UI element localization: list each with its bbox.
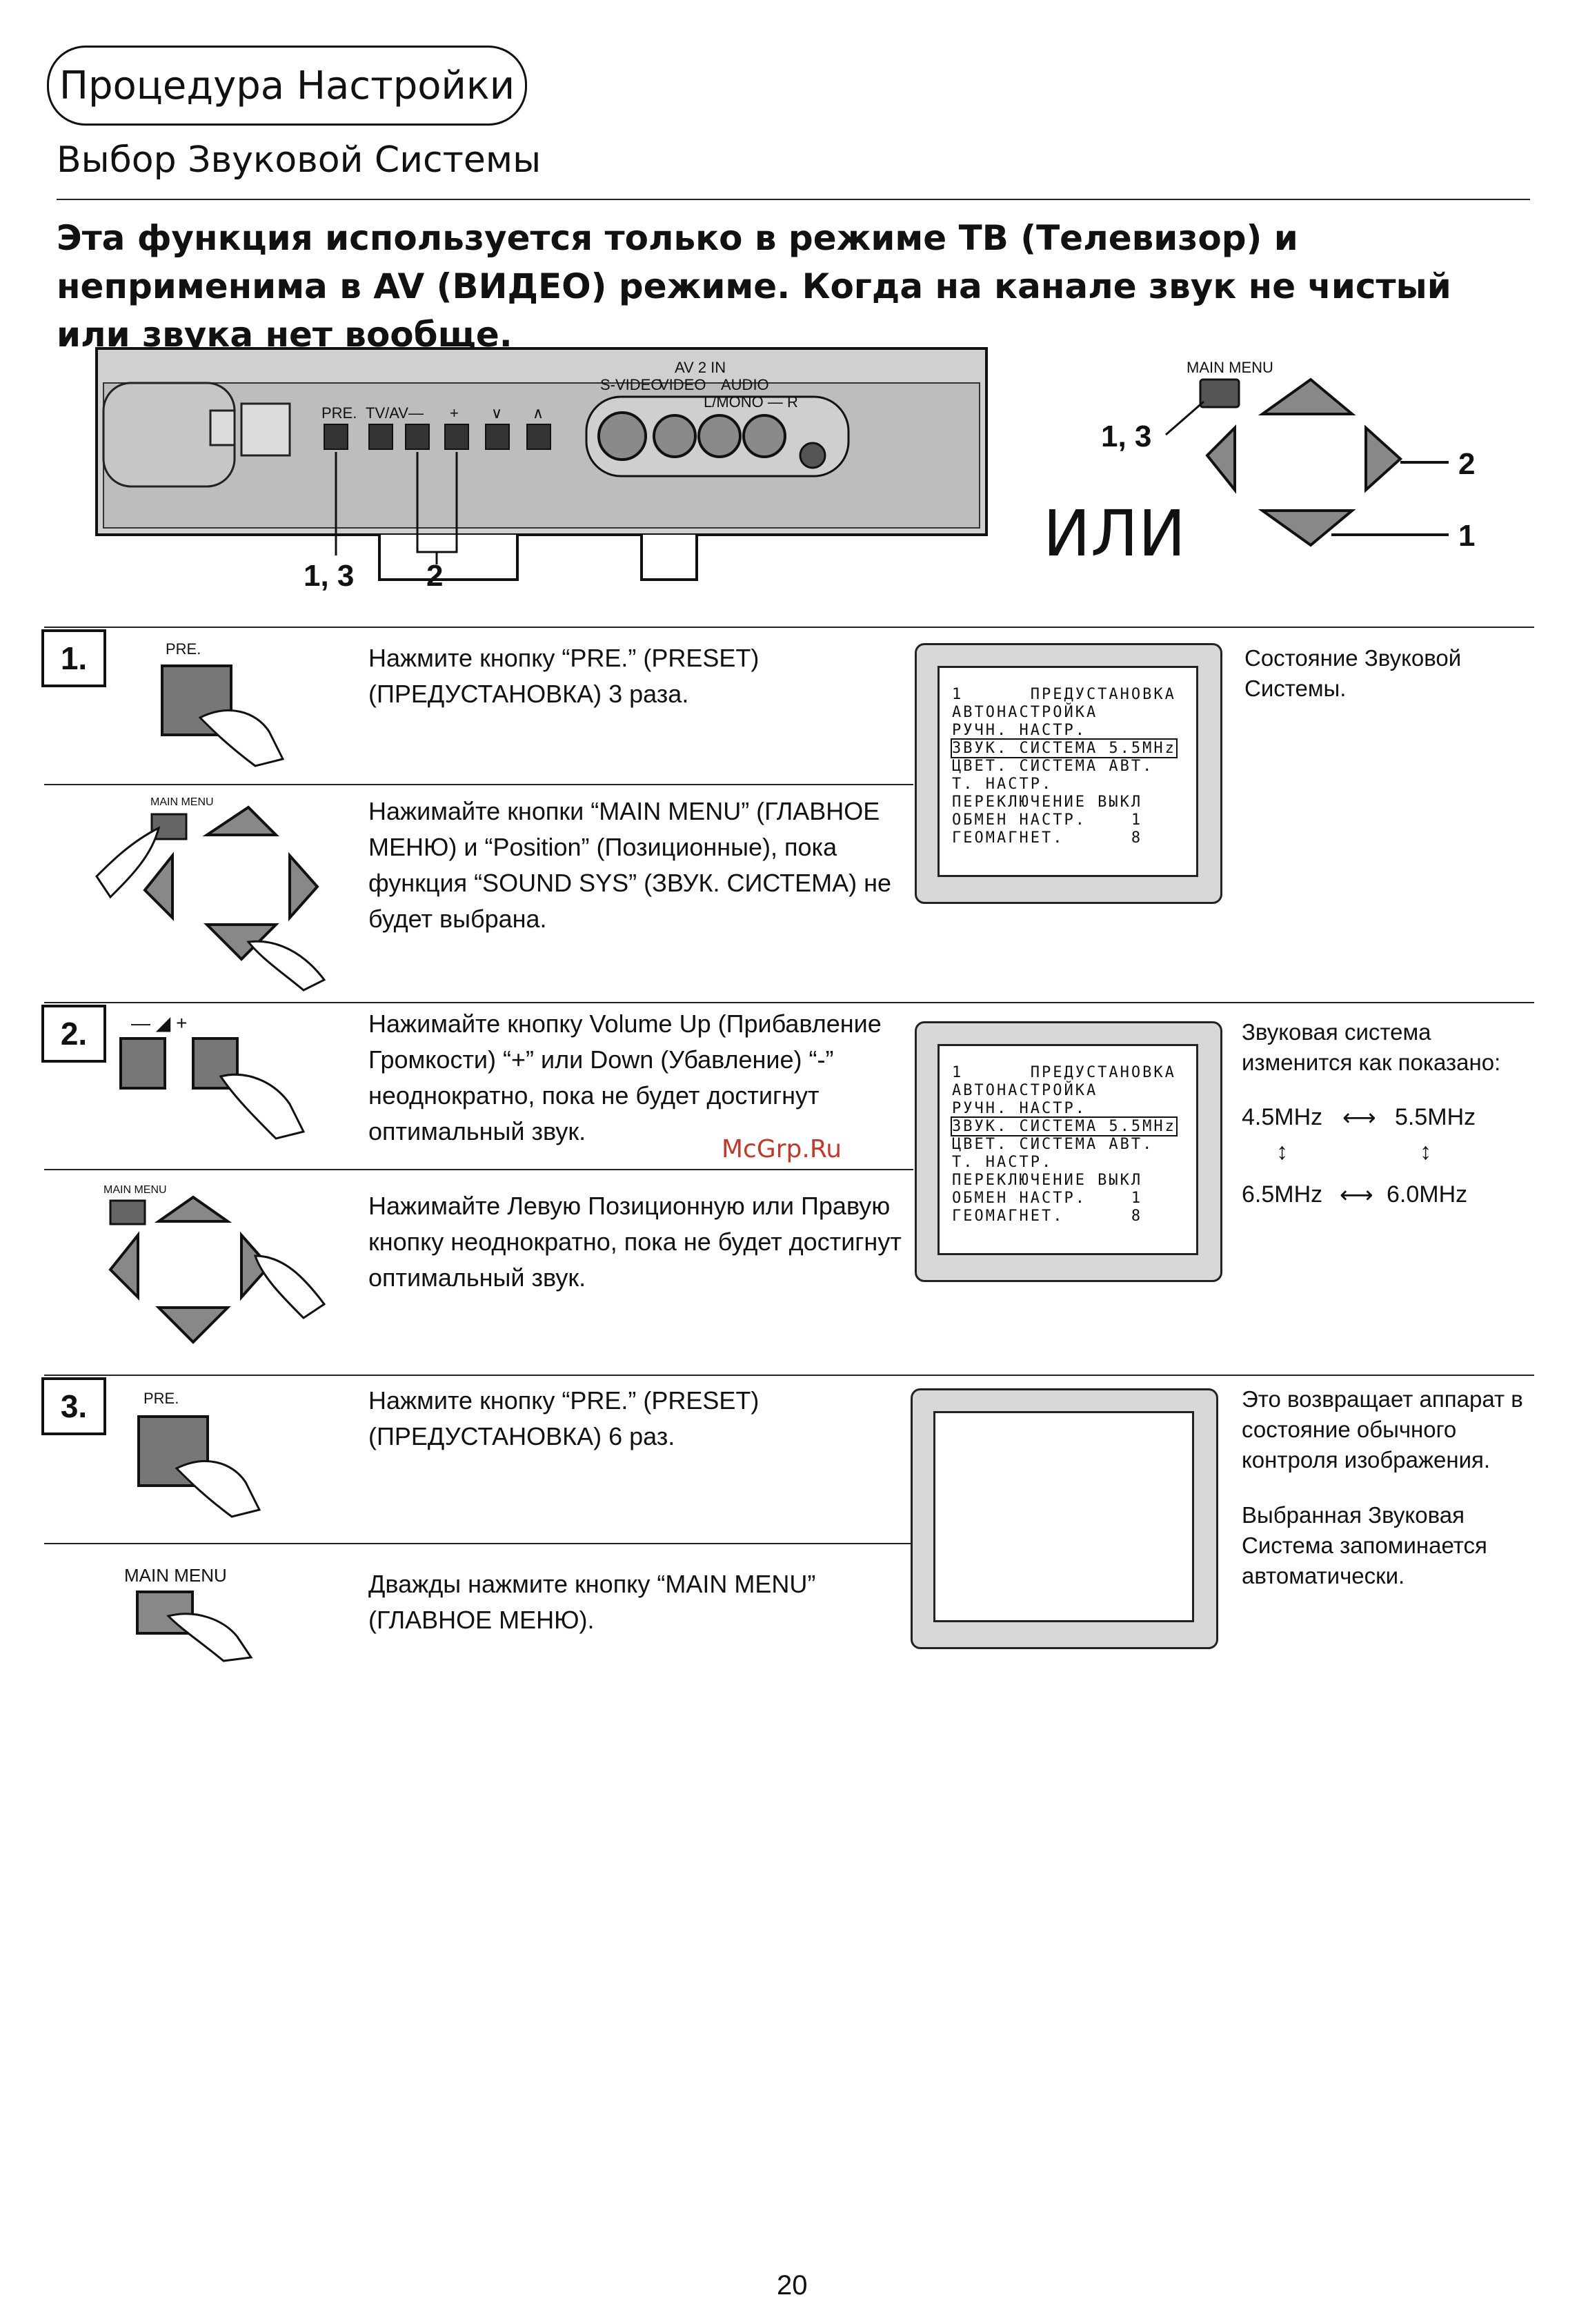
step3-side-text-b: Выбранная Звуковая Система запоминается … (1242, 1502, 1487, 1588)
freq-arrow-bottom: ⟷ (1340, 1182, 1373, 1208)
panel-label-up: ∧ (533, 404, 544, 422)
step3-side-text: Это возвращает аппарат в состояние обычн… (1242, 1386, 1523, 1473)
freq-5-5: 5.5MHz (1395, 1104, 1476, 1130)
panel-label-pre: PRE. (321, 404, 357, 422)
pre-button-press-icon-2 (137, 1415, 261, 1518)
freq-6-5: 6.5MHz (1242, 1181, 1323, 1208)
step1-main-menu-label: MAIN MENU (150, 796, 214, 808)
page-number: 20 (777, 2270, 808, 2301)
step3-pre-label: PRE. (143, 1390, 179, 1407)
step2-text-a: Нажимайте кнопку Volume Up (Прибавление … (368, 1010, 882, 1145)
step3-main-menu-label: MAIN MENU (124, 1565, 227, 1586)
left-right-buttons-press-icon (108, 1195, 326, 1344)
step3-divider (44, 1375, 1534, 1376)
or-label: ИЛИ (1043, 497, 1186, 571)
step3-sub-divider (44, 1543, 913, 1544)
remote-nav-buttons (1165, 377, 1449, 547)
step1-side-text: Состояние Звуковой Системы. (1244, 645, 1462, 701)
freq-arrow-right: ↕ (1420, 1139, 1431, 1165)
freq-arrow-left: ↕ (1276, 1139, 1288, 1165)
step2-divider (44, 1002, 1534, 1003)
step1-divider (44, 627, 1534, 628)
watermark: McGrp.Ru (722, 1135, 842, 1163)
intro-text: Эта функция используется только в режиме… (57, 218, 1451, 355)
step2-main-menu-label: MAIN MENU (103, 1184, 167, 1196)
freq-arrow-top: ⟷ (1342, 1105, 1376, 1131)
step2-sub-divider (44, 1169, 913, 1170)
volume-buttons-press-icon (119, 1037, 306, 1140)
main-menu-button-press-icon (136, 1591, 253, 1662)
panel-label-tvav: TV/AV (366, 404, 408, 422)
nav-buttons-press-icon (95, 805, 326, 992)
step1-pre-label: PRE. (166, 640, 201, 658)
step2-side-text: Звуковая система изменится как показано: (1242, 1019, 1501, 1075)
panel-callout-2: 2 (426, 559, 444, 593)
remote-main-menu-label: MAIN MENU (1187, 359, 1273, 376)
osd-menu-2: 1 ПРЕДУСТАНОВКА АВТОНАСТРОЙКА РУЧН. НАСТ… (951, 1064, 1178, 1225)
panel-av-svideo: S-VIDEO (600, 376, 663, 393)
section-title: Выбор Звуковой Системы (57, 139, 542, 181)
step-number-3: 3. (41, 1377, 106, 1435)
tv-front-panel (95, 347, 988, 581)
remote-callout-13: 1, 3 (1101, 420, 1152, 453)
step2-volume-label: — ◢ + (131, 1012, 188, 1034)
remote-callout-2: 2 (1458, 447, 1476, 481)
panel-av-video: VIDEO (659, 376, 706, 393)
panel-av-lr: L/MONO — R (704, 393, 798, 411)
divider (57, 199, 1530, 200)
tv-osd-screen-2: 1 ПРЕДУСТАНОВКА АВТОНАСТРОЙКА РУЧН. НАСТ… (915, 1021, 1222, 1282)
step1-sub-divider (44, 784, 913, 785)
freq-4-5: 4.5MHz (1242, 1104, 1323, 1130)
panel-callout-13: 1, 3 (304, 559, 355, 593)
osd-menu-1: 1 ПРЕДУСТАНОВКА АВТОНАСТРОЙКА РУЧН. НАСТ… (951, 686, 1178, 847)
step3-text-a: Нажмите кнопку “PRE.” (PRESET) (ПРЕДУСТА… (368, 1386, 760, 1450)
tv-osd-screen-1: 1 ПРЕДУСТАНОВКА АВТОНАСТРОЙКА РУЧН. НАСТ… (915, 643, 1222, 904)
panel-label-plus: + (450, 404, 459, 422)
panel-av-audio: AUDIO (721, 376, 769, 393)
panel-av-title: AV 2 IN (675, 359, 726, 376)
page-title: Процедура Настройки (47, 46, 527, 126)
pre-button-press-icon (161, 664, 285, 767)
tv-blank-screen (911, 1388, 1218, 1649)
step1-text-b: Нажимайте кнопки “MAIN MENU” (ГЛАВНОЕ МЕ… (368, 797, 892, 933)
step2-text-b: Нажимайте Левую Позиционную или Правую к… (368, 1192, 902, 1292)
step3-text-b: Дважды нажмите кнопку “MAIN MENU” (ГЛАВН… (368, 1570, 816, 1634)
panel-label-minus: — (408, 404, 424, 422)
freq-6-0: 6.0MHz (1387, 1181, 1468, 1208)
remote-callout-1: 1 (1458, 519, 1476, 553)
panel-label-down: ∨ (491, 404, 503, 422)
step-number-2: 2. (41, 1005, 106, 1063)
step1-text-a: Нажмите кнопку “PRE.” (PRESET) (ПРЕДУСТА… (368, 644, 760, 708)
step-number-1: 1. (41, 629, 106, 687)
